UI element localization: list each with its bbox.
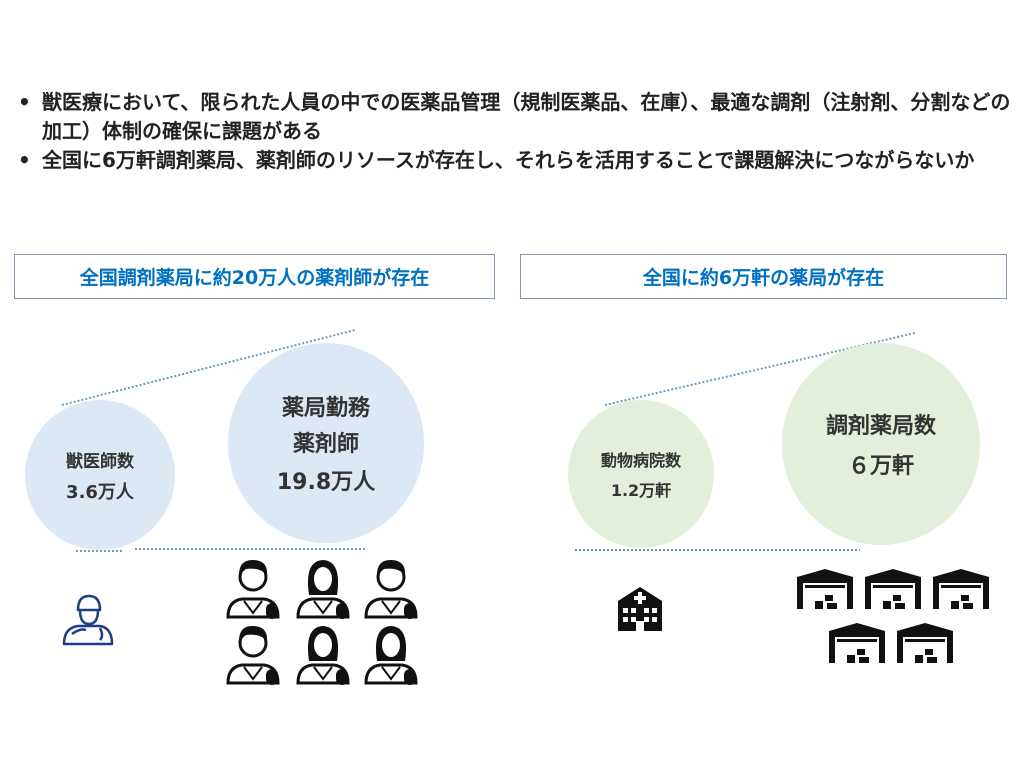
pharmacist-icon: [364, 558, 418, 621]
pharmacist-header: 全国調剤薬局に約20万人の薬剤師が存在: [14, 254, 495, 299]
circle-label: 薬局勤務: [281, 396, 370, 421]
bullet-item: • 獣医療において、限られた人員の中での医薬品管理（規制医薬品、在庫）、最適な調剤…: [14, 88, 1014, 146]
pharmacist-icon: [296, 558, 350, 621]
pharmacist-icon: [226, 624, 280, 687]
bullet-dot: •: [18, 90, 31, 114]
pharmacy-header: 全国に約6万軒の薬局が存在: [520, 254, 1007, 299]
circle-label: 薬剤師: [292, 432, 359, 457]
veterinarian-count-circle: 獣医師数 3.6万人: [25, 400, 175, 550]
pharmacist-icon: [364, 624, 418, 687]
bullet-list: • 獣医療において、限られた人員の中での医薬品管理（規制医薬品、在庫）、最適な調剤…: [14, 88, 1014, 175]
pharmacist-count-circle: 薬局勤務 薬剤師 19.8万人: [228, 343, 424, 543]
bullet-text: 全国に6万軒調剤薬局、薬剤師のリソースが存在し、それらを活用することで課題解決に…: [42, 148, 975, 172]
pharmacist-icon: [226, 558, 280, 621]
pharmacist-icon: [296, 624, 350, 687]
bullet-dot: •: [18, 148, 31, 172]
pharmacies-icon-grid: [797, 569, 989, 663]
pharmacy-count-circle: 調剤薬局数 ６万軒: [782, 343, 980, 545]
circle-label: 調剤薬局数: [825, 414, 936, 439]
bullet-text: 獣医療において、限られた人員の中での医薬品管理（規制医薬品、在庫）、最適な調剤（…: [42, 90, 1011, 143]
veterinarian-icon: [62, 594, 114, 646]
circle-label: 獣医師数: [66, 451, 134, 472]
pharmacists-icon-grid: [226, 558, 418, 687]
circle-value: 19.8万人: [276, 470, 376, 495]
bullet-item: • 全国に6万軒調剤薬局、薬剤師のリソースが存在し、それらを活用することで課題解決…: [14, 146, 1014, 175]
circle-value: 1.2万軒: [610, 481, 672, 500]
circle-label: 動物病院数: [600, 451, 681, 470]
animal-hospital-icon: [618, 587, 662, 631]
animal-hospital-count-circle: 動物病院数 1.2万軒: [568, 400, 714, 548]
circle-value: 3.6万人: [66, 481, 134, 503]
circle-value: ６万軒: [847, 454, 914, 479]
